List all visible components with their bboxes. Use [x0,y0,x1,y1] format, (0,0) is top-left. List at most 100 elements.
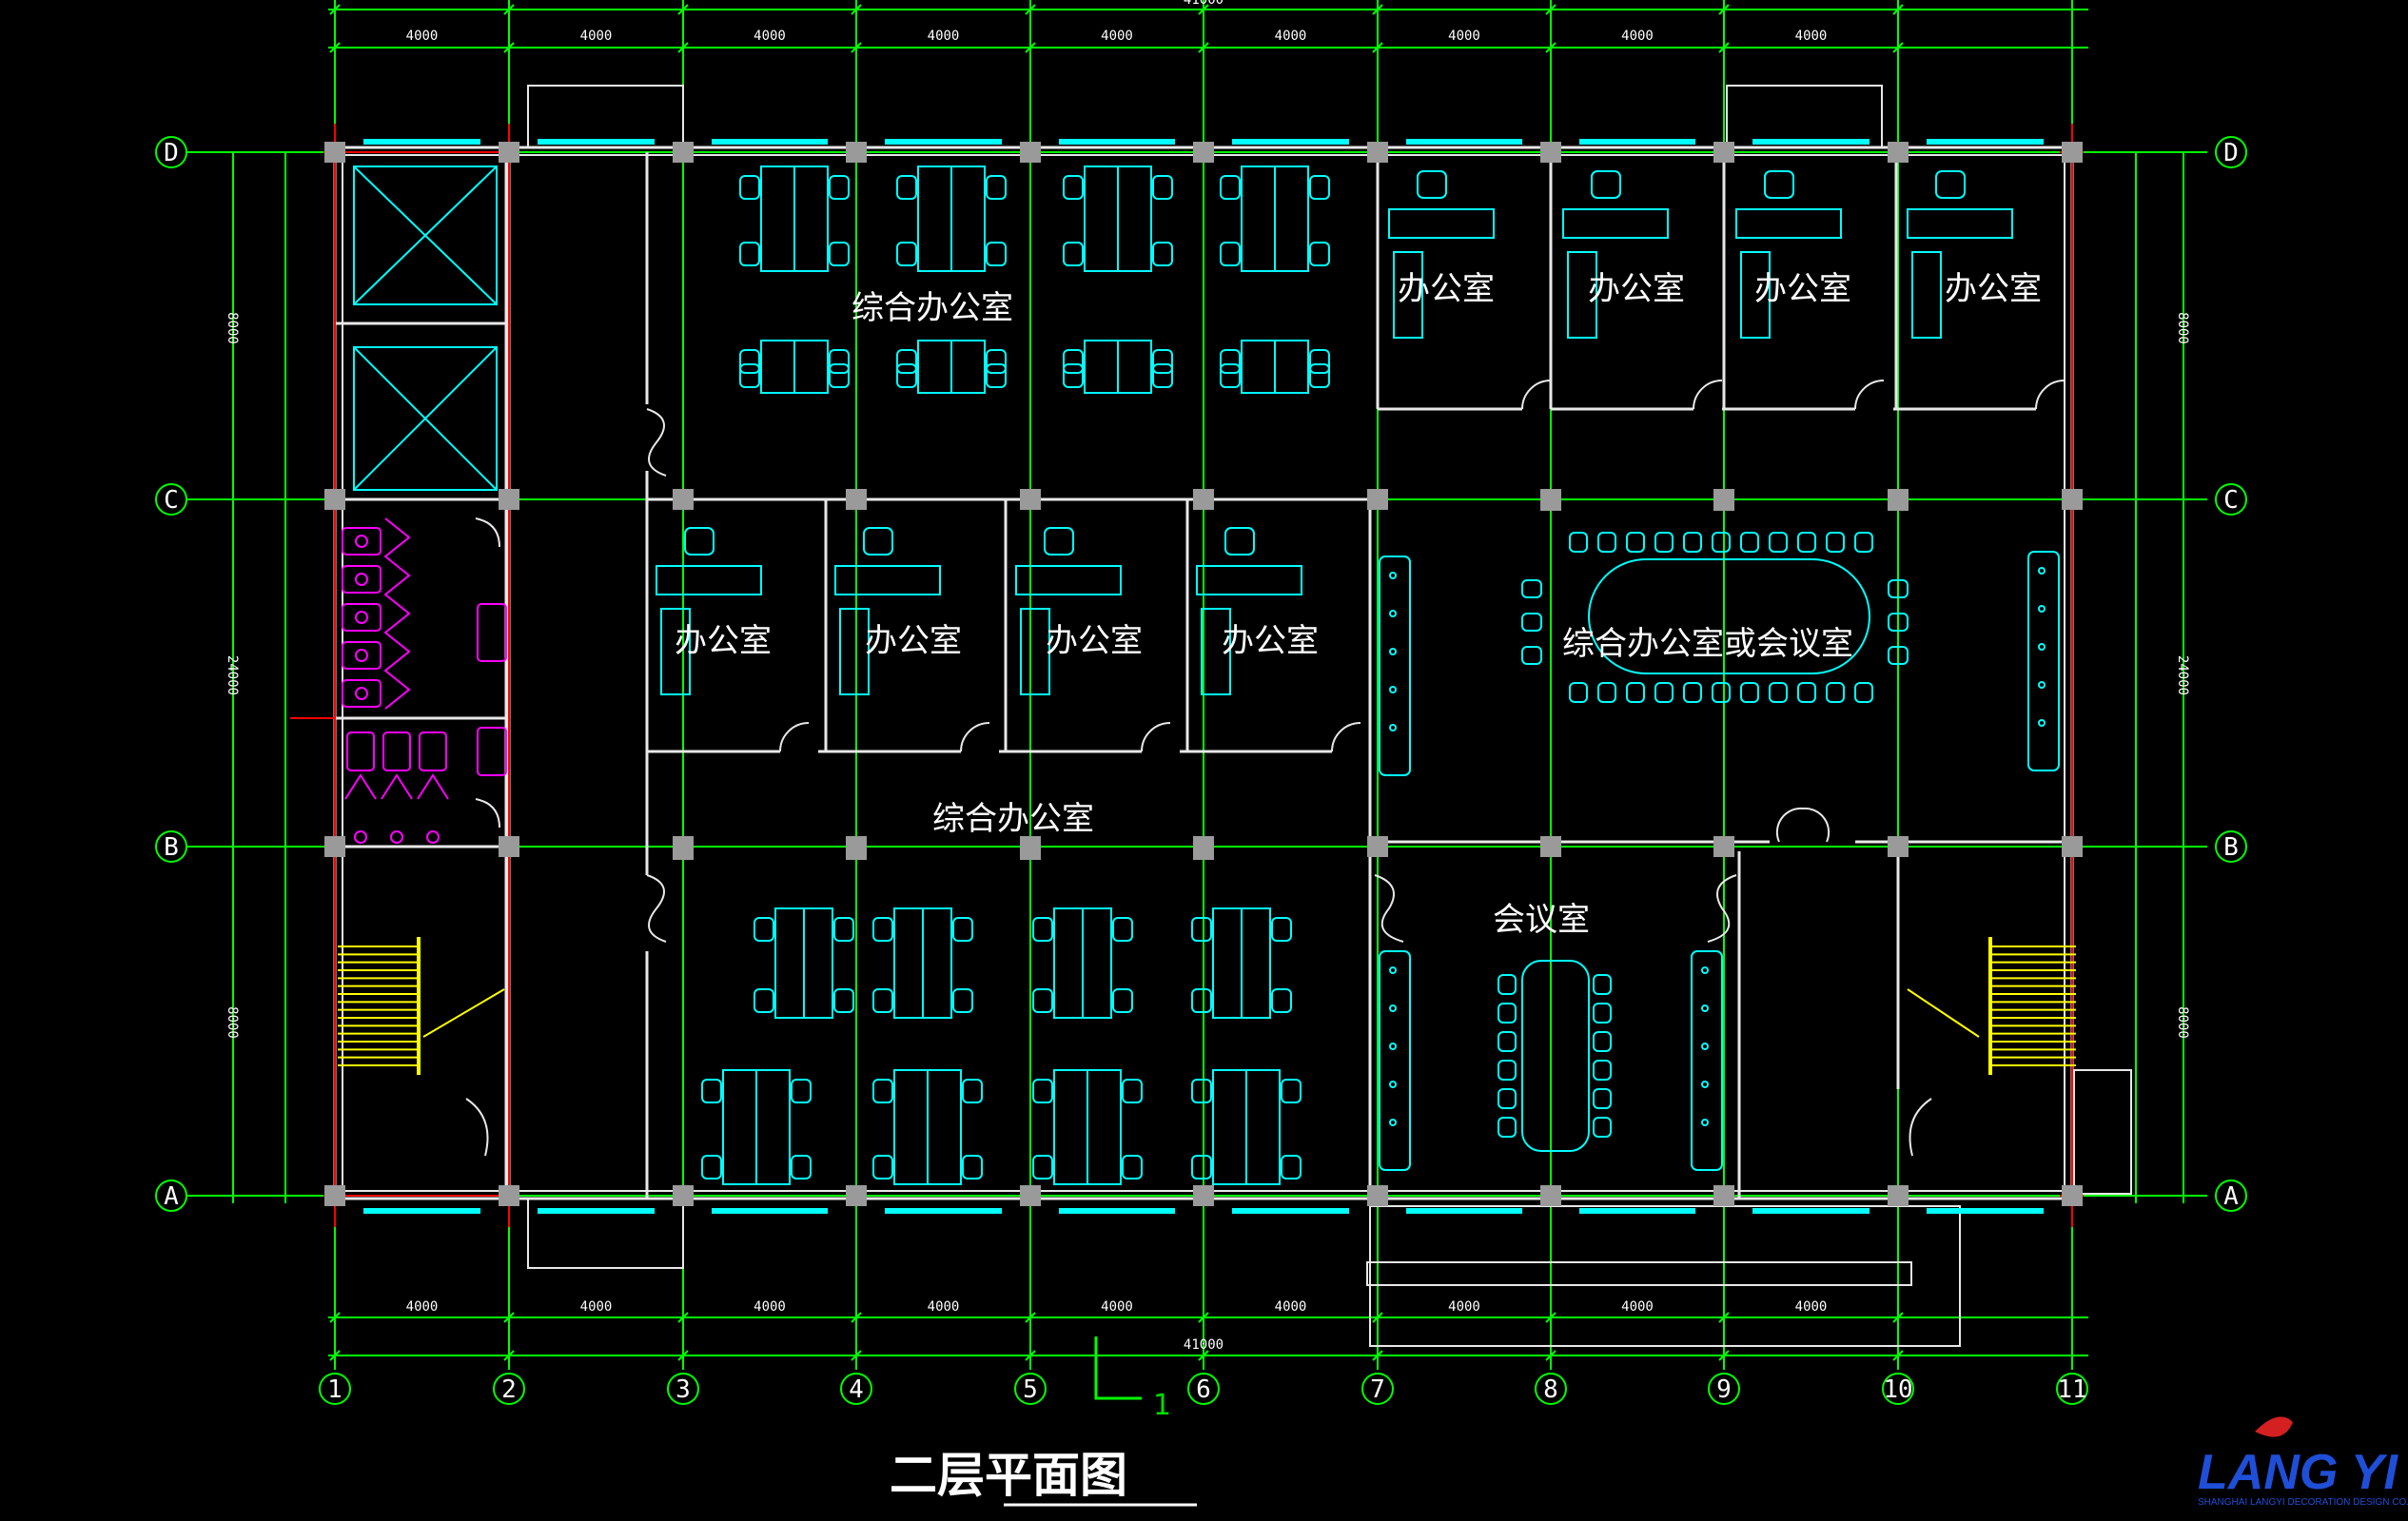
basin [390,830,403,844]
toilet [342,565,382,594]
conference-chair [1769,682,1788,703]
door-swing [1909,1098,1932,1157]
door-swing [1707,874,1737,943]
door-swing [465,1098,489,1157]
label-office-top-4: 办公室 [1945,270,2042,308]
axis-bubble-col-6 [1187,1373,1220,1405]
axis-label-row-B: B [2223,833,2239,862]
dim-tick [1372,4,1383,15]
dim-tick [677,42,689,53]
office-chair [1417,170,1447,199]
chair [1152,349,1173,374]
column [1020,142,1041,163]
dim-tick [1372,1312,1383,1323]
chair [829,349,850,374]
axis-bubble-col-9 [1708,1373,1740,1405]
urinal [477,603,507,662]
logo-text: LANG YI [2198,1445,2399,1500]
sofa-cushion [1389,648,1397,655]
column [499,836,519,857]
company-logo: LANG YI SHANGHAI LANGYI DECORATION DESIG… [2198,1416,2408,1508]
door-swing [646,874,667,943]
chair [872,988,893,1013]
dim-label-bottom: 4000 [1795,1299,1828,1315]
toilet [346,731,375,771]
office-desk [1562,208,1669,239]
office-cabinet [1201,608,1231,695]
chair [1220,363,1241,388]
window-bottom [1752,1208,1870,1214]
sofa-cushion [1389,572,1397,579]
window-bottom [538,1208,655,1214]
axis-bubble-row-A [2215,1180,2247,1212]
office-desk [1388,208,1495,239]
label-conference-large: 综合办公室或会议室 [1562,625,1853,663]
chair [1032,1155,1053,1180]
meeting-chair [1498,1003,1517,1024]
urinal [477,727,507,776]
column [2062,489,2083,510]
chair [1063,242,1084,266]
axis-label-col-4: 4 [849,1375,864,1404]
basin [354,830,367,844]
toilet-seat [355,573,368,586]
dim-tick [677,4,689,15]
axis-bubble-row-C [2215,483,2247,516]
chair [833,917,854,942]
chair [986,175,1007,200]
chair [739,242,760,266]
window-top [363,139,480,145]
entrance-canopies [527,85,2132,1347]
column [1540,1185,1561,1206]
chair [829,363,850,388]
dim-tick [503,1350,515,1361]
chair [1220,242,1241,266]
dim-tick [851,1312,862,1323]
sofa-cushion [1701,1081,1709,1088]
sofa [1379,950,1411,1171]
column [1713,490,1734,511]
sofa-cushion [1389,686,1397,693]
dim-tick [851,42,862,53]
conference-chair [1521,646,1542,665]
column [1540,490,1561,511]
stall-door [344,773,377,800]
axis-bubble-col-1 [319,1373,351,1405]
meeting-chair [1498,1031,1517,1052]
office-desk [1907,208,2013,239]
window-top [1059,139,1175,145]
door-swing [1693,380,1723,410]
chair [739,175,760,200]
axis-bubble-col-2 [493,1373,525,1405]
chair [1032,1079,1053,1103]
axis-bubble-row-D [155,136,187,168]
sofa [2027,551,2060,771]
dim-tick [1025,42,1036,53]
dim-tick [1718,4,1730,15]
window-bottom [1232,1208,1349,1214]
column [1367,836,1388,857]
stall-partitions [383,517,411,710]
office-cabinet [1567,251,1597,339]
sofa-cushion [2038,605,2046,613]
label-office-mid-1: 办公室 [675,622,772,660]
chair [952,988,973,1013]
toilet [342,527,382,556]
grid-axis-lines [186,0,2207,1370]
chair [1112,988,1133,1013]
dim-label-bottom: 4000 [580,1299,613,1315]
chair [962,1155,983,1180]
conference-chair [1626,682,1645,703]
column [1020,489,1041,510]
dim-tick [1198,1350,1209,1361]
sofa-cushion [2038,643,2046,651]
door-swing [1374,874,1404,943]
chair [1281,1079,1302,1103]
conference-chair [1769,532,1788,553]
conference-chair [1826,532,1845,553]
conference-chair [1569,682,1588,703]
axis-label-col-5: 5 [1023,1375,1038,1404]
conference-chair [1854,682,1873,703]
chair [1191,988,1212,1013]
chair [1191,1079,1212,1103]
